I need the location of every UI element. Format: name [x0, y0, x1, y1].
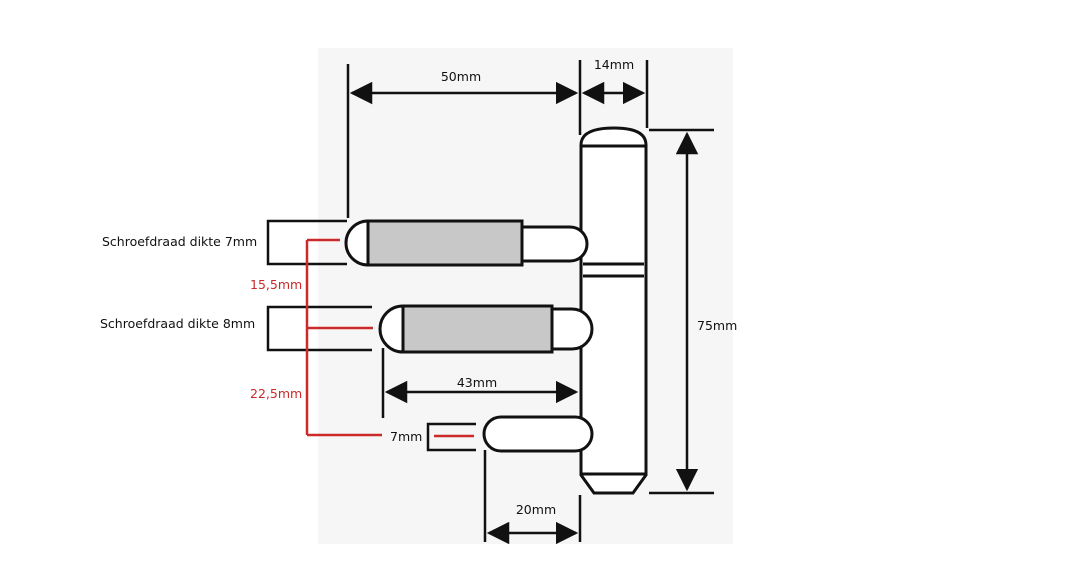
middle-pin [378, 304, 594, 354]
label-43mm: 43mm [457, 375, 497, 390]
red-spacing-lines [305, 238, 474, 438]
dimension-20mm [483, 450, 582, 545]
dimension-14mm [581, 60, 649, 128]
label-14mm: 14mm [594, 57, 634, 72]
label-thread-top: Schroefdraad dikte 7mm [102, 234, 257, 249]
hinge-barrel [579, 126, 648, 495]
label-thread-middle: Schroefdraad dikte 8mm [100, 316, 255, 331]
label-spacing-lower: 22,5mm [250, 386, 302, 401]
bottom-pin [482, 415, 594, 453]
drawing-backdrop [318, 48, 733, 544]
label-75mm: 75mm [697, 318, 737, 333]
dimension-50mm [346, 60, 582, 218]
bracket-pin-bottom [426, 422, 476, 452]
top-pin [344, 219, 589, 267]
label-20mm: 20mm [516, 502, 556, 517]
bracket-thread-middle [266, 305, 372, 352]
dimension-75mm [649, 128, 714, 495]
label-spacing-upper: 15,5mm [250, 277, 302, 292]
label-50mm: 50mm [441, 69, 481, 84]
dimension-43mm [381, 348, 579, 418]
label-pin-bottom: 7mm [390, 429, 422, 444]
